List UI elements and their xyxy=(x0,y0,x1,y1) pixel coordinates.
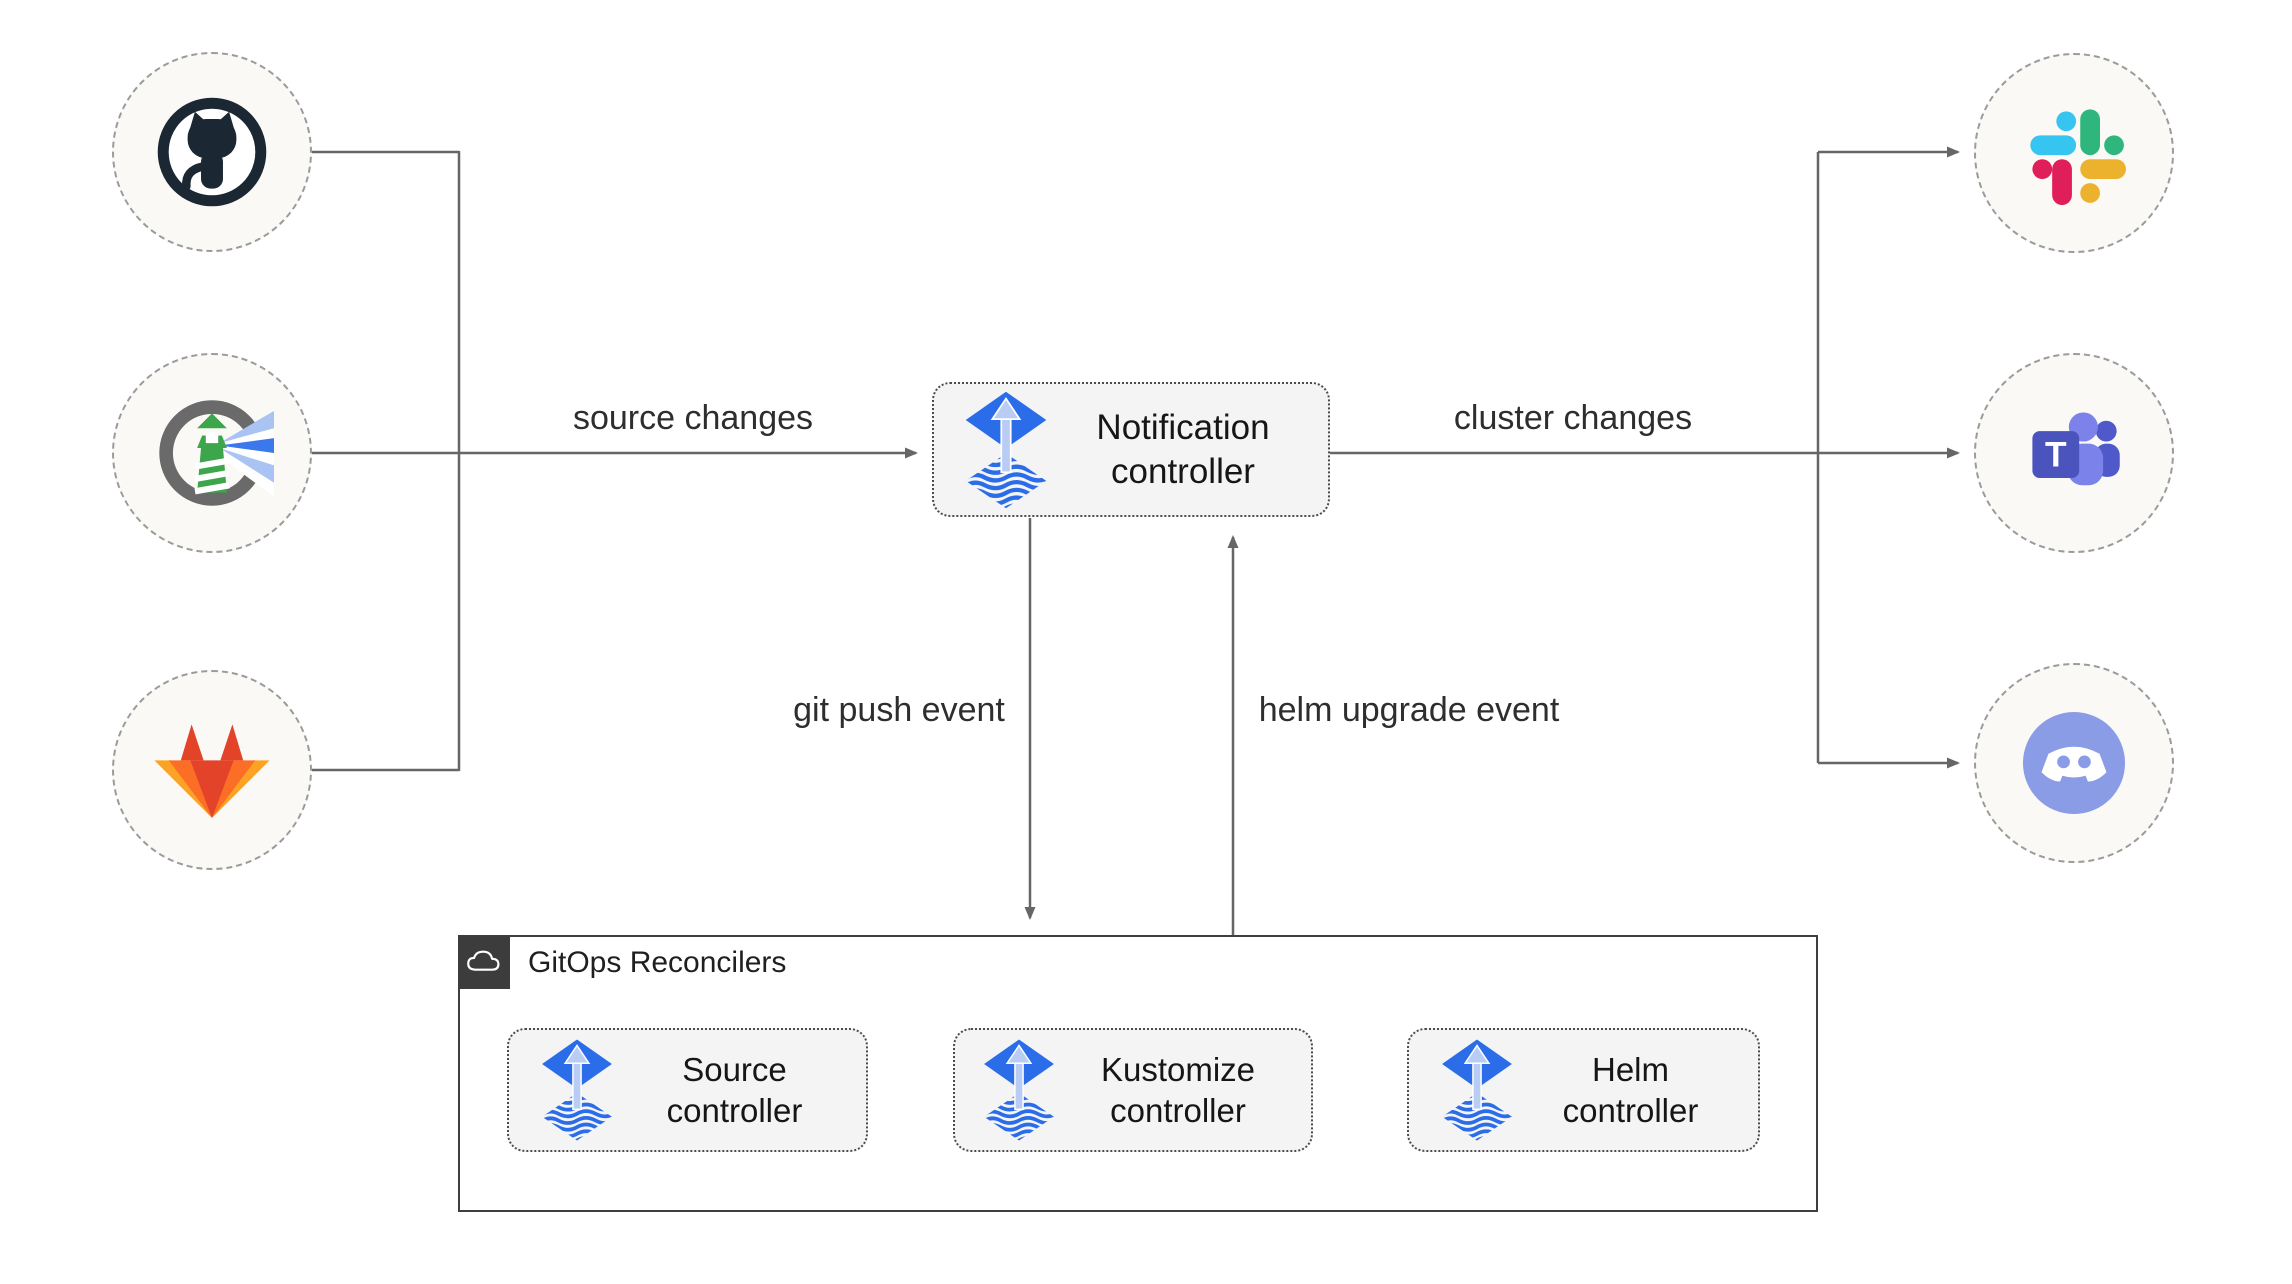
edge-label-source-changes: source changes xyxy=(572,399,814,437)
gitops-group-tab xyxy=(458,935,510,989)
edge-label-cluster-changes: cluster changes xyxy=(1453,399,1693,437)
teams-t-glyph: T xyxy=(2045,436,2067,475)
harbor-node xyxy=(112,353,312,553)
discord-icon xyxy=(2022,711,2126,815)
source-controller-label: Source controller xyxy=(666,1050,803,1129)
gitops-group-label: GitOps Reconcilers xyxy=(528,946,787,979)
cloud-icon xyxy=(467,950,500,971)
gitlab-icon xyxy=(154,724,270,818)
teams-icon: T xyxy=(2032,412,2120,486)
helm-controller-node: Helm controller xyxy=(1407,1028,1760,1152)
kustomize-controller-node: Kustomize controller xyxy=(953,1028,1313,1152)
gitlab-node xyxy=(112,670,312,870)
harbor-icon xyxy=(159,400,274,506)
flux-icon xyxy=(960,390,1052,510)
slack-icon xyxy=(2030,109,2126,205)
flux-icon xyxy=(537,1038,617,1142)
notification-controller-node: Notification controller xyxy=(932,382,1330,517)
edge-label-git-push: git push event xyxy=(793,691,1005,729)
source-controller-node: Source controller xyxy=(507,1028,868,1152)
edge-label-helm-upgrade: helm upgrade event xyxy=(1258,691,1560,729)
github-icon xyxy=(157,97,267,207)
discord-node xyxy=(1974,663,2174,863)
helm-controller-label: Helm controller xyxy=(1562,1050,1699,1129)
flux-icon xyxy=(979,1038,1059,1142)
kustomize-controller-label: Kustomize controller xyxy=(1100,1050,1256,1129)
slack-node xyxy=(1974,53,2174,253)
github-node xyxy=(112,52,312,252)
flux-icon xyxy=(1437,1038,1517,1142)
notification-controller-label: Notification controller xyxy=(1096,407,1270,491)
teams-node: T xyxy=(1974,353,2174,553)
